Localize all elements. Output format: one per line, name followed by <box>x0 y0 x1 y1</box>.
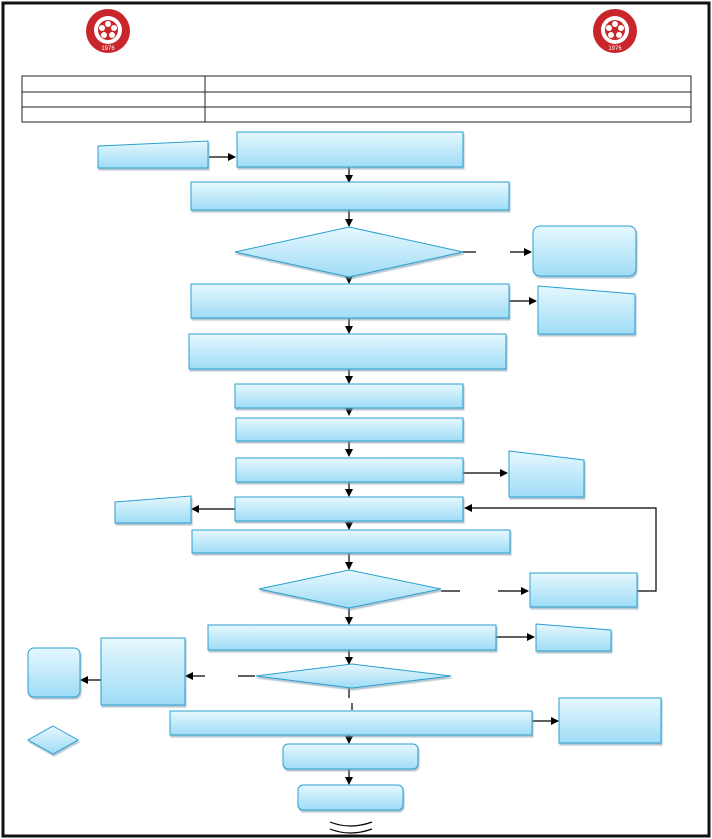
step7-box <box>234 496 464 522</box>
step5-box <box>235 417 464 442</box>
step9-output-shape <box>535 623 612 652</box>
decision1-result-box <box>532 225 637 277</box>
start-box <box>236 131 464 168</box>
decision3-diamond <box>255 663 452 689</box>
decision2-diamond <box>258 569 442 609</box>
step9-box <box>207 624 497 651</box>
step7-output-shape <box>114 495 192 524</box>
header-table <box>21 75 692 123</box>
decision3-side-box <box>100 637 186 706</box>
logo-right: 1976 <box>593 9 637 53</box>
page-continuation-mark <box>329 821 373 834</box>
legend-diamond <box>26 725 80 755</box>
step6-box <box>235 457 464 483</box>
step4-box <box>234 383 464 409</box>
logo-left-year: 1976 <box>101 46 115 52</box>
logo-left: 1976 <box>86 9 130 53</box>
step11-box <box>282 743 419 770</box>
decision2-loop-box <box>529 572 638 608</box>
connector-loop-back <box>464 504 657 592</box>
step2-box <box>190 283 510 319</box>
input-note-shape <box>97 140 209 169</box>
decision1-diamond <box>234 226 464 278</box>
step6-output-shape <box>508 450 585 498</box>
step10-box <box>169 710 533 736</box>
logo-right-year: 1976 <box>608 46 622 52</box>
step8-box <box>191 529 511 554</box>
step2-output-shape <box>537 285 636 335</box>
end-box <box>297 784 404 811</box>
step1-box <box>190 181 510 211</box>
step3-box <box>188 333 507 370</box>
step10-output-box <box>558 697 662 744</box>
decision3-side-end <box>27 647 81 698</box>
